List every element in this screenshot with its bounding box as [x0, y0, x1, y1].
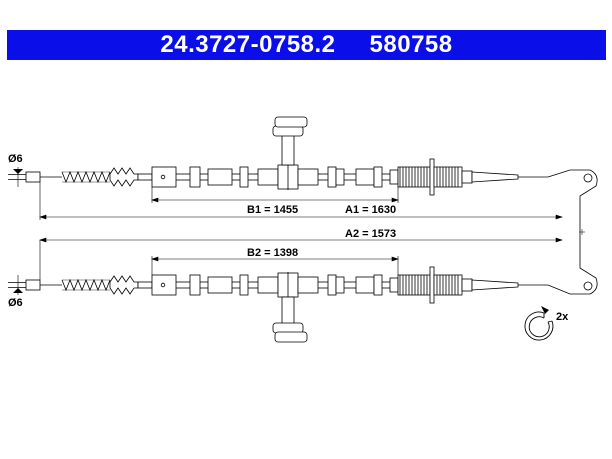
- label-a1: A1 = 1630: [345, 204, 396, 216]
- dimension-a1: [39, 182, 563, 220]
- diameter-label-bottom: Ø6: [8, 297, 23, 309]
- title-bar: 24.3727-0758.2 580758: [7, 30, 606, 60]
- diameter-marker-top: Ø6: [8, 153, 23, 187]
- label-a2: A2 = 1573: [345, 228, 396, 240]
- label-b1: B1 = 1455: [247, 204, 298, 216]
- upper-cable: [7, 116, 549, 196]
- clip-quantity: 2x: [556, 311, 569, 323]
- diameter-marker-bottom: Ø6: [8, 275, 23, 309]
- equalizer-yoke: [547, 169, 598, 295]
- reference-number: 580758: [369, 31, 453, 58]
- lower-cable: [7, 266, 549, 343]
- circlip-icon: [524, 306, 554, 341]
- part-number: 24.3727-0758.2: [160, 31, 336, 58]
- diameter-label-top: Ø6: [8, 153, 23, 165]
- label-b2: B2 = 1398: [247, 247, 298, 259]
- dimension-b1: [151, 187, 399, 203]
- dimension-a2: [39, 237, 563, 280]
- dimension-b2: [151, 256, 399, 275]
